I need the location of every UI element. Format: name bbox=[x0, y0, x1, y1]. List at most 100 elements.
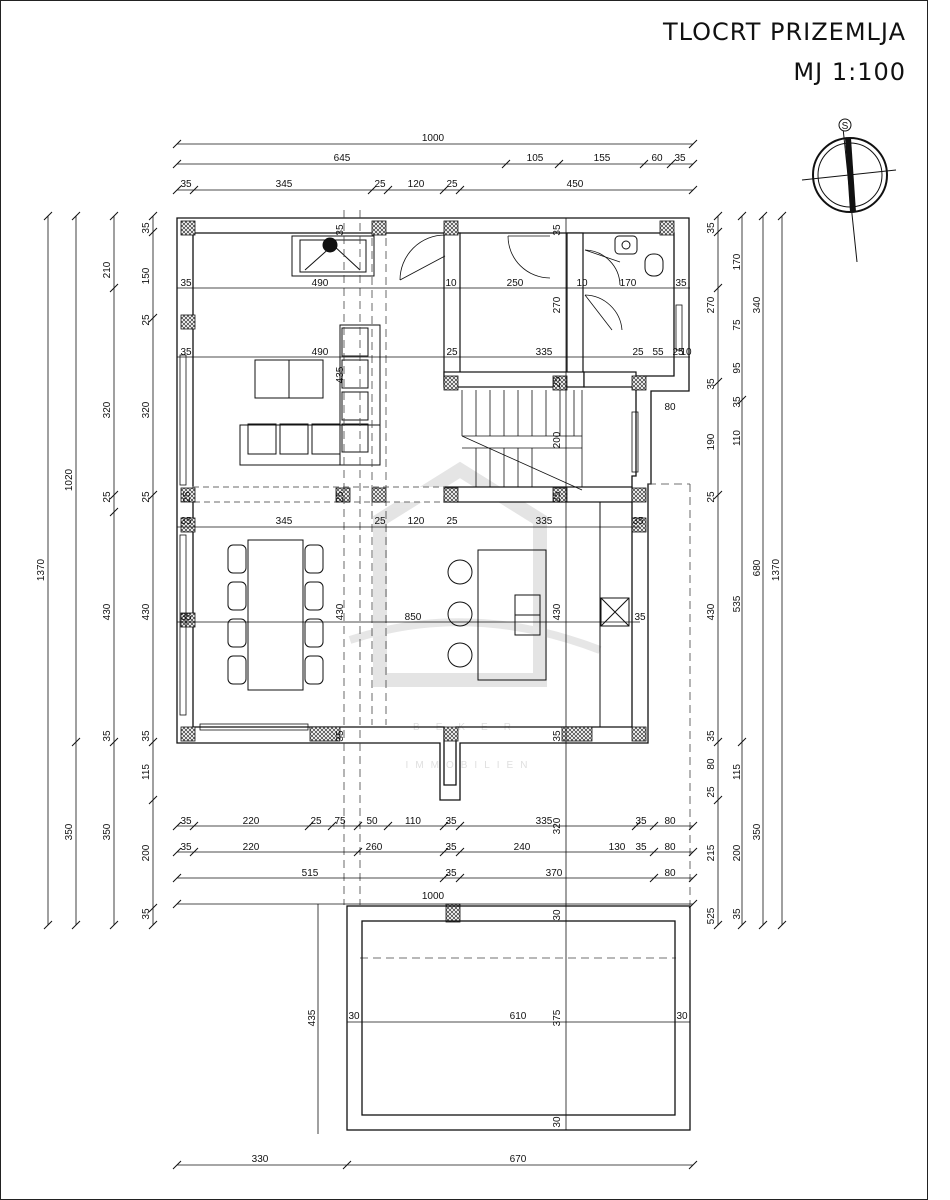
dimension-label: 350 bbox=[752, 823, 763, 840]
dimension-label: 35 bbox=[180, 816, 192, 827]
dimension-label: 10 bbox=[445, 278, 457, 289]
dimension-label: 335 bbox=[536, 347, 553, 358]
dimension-label: 80 bbox=[664, 816, 676, 827]
dimension-label: 25 bbox=[335, 491, 346, 503]
dimension-label: 80 bbox=[664, 868, 676, 879]
dimension-label: 330 bbox=[252, 1154, 269, 1165]
dimension-label: 115 bbox=[732, 764, 743, 780]
dimension-label: 25 bbox=[706, 491, 717, 503]
dimension-label: 1370 bbox=[771, 558, 782, 581]
dimension-label: 130 bbox=[609, 842, 626, 853]
dimension-label: 375 bbox=[552, 1009, 563, 1026]
dimension-label: 170 bbox=[732, 253, 743, 270]
dimension-label: 10 bbox=[576, 278, 588, 289]
dimension-label: 55 bbox=[652, 347, 664, 358]
dimension-label: 110 bbox=[405, 816, 421, 827]
dimension-label: 250 bbox=[507, 278, 524, 289]
dimension-label: 490 bbox=[312, 347, 329, 358]
dimension-label: 35 bbox=[445, 842, 457, 853]
dimension-label: 25 bbox=[446, 347, 458, 358]
dimension-label: 270 bbox=[706, 296, 717, 313]
dimension-label: 35 bbox=[552, 730, 563, 742]
dimension-label: 25 bbox=[706, 786, 717, 798]
dimension-label: 200 bbox=[141, 844, 152, 861]
dimension-label: 25 bbox=[374, 179, 386, 190]
dimension-label: 35 bbox=[180, 516, 192, 527]
dimension-label: 25 bbox=[141, 314, 152, 326]
dimension-label: 240 bbox=[514, 842, 531, 853]
dimension-label: 335 bbox=[536, 816, 553, 827]
dimension-label: 155 bbox=[594, 153, 611, 164]
dimension-label: 430 bbox=[141, 603, 152, 620]
dimension-label: 25 bbox=[632, 347, 644, 358]
dimension-label: 200 bbox=[552, 431, 563, 448]
north-label: S bbox=[842, 121, 849, 132]
dimension-label: 115 bbox=[141, 764, 152, 780]
dimension-label: 490 bbox=[312, 278, 329, 289]
dimension-label: 35 bbox=[706, 222, 717, 234]
bathroom-fixtures bbox=[614, 235, 664, 277]
dimension-text-pool: 30 435 30 610 375 30 30 bbox=[307, 909, 688, 1128]
dimension-label: 1000 bbox=[422, 133, 445, 144]
dimension-label: 435 bbox=[307, 1009, 318, 1026]
dimension-text-right: 35 170 270 340 75 35 95 35 190 110 25 68… bbox=[706, 222, 782, 924]
dimension-label: 95 bbox=[732, 362, 743, 374]
dimension-text-interior: 35 490 10 250 10 170 35 35 490 25 335 25… bbox=[180, 224, 692, 742]
dimension-label: 35 bbox=[335, 224, 346, 236]
dimension-label: 35 bbox=[632, 516, 644, 527]
dimension-label: 345 bbox=[276, 179, 293, 190]
dimension-label: 515 bbox=[302, 868, 319, 879]
doors bbox=[399, 234, 623, 331]
dimension-label: 35 bbox=[141, 222, 152, 234]
dimension-label: 35 bbox=[141, 908, 152, 920]
dimension-label: 80 bbox=[706, 758, 717, 770]
dimension-label: 430 bbox=[335, 603, 346, 620]
fireplace bbox=[291, 235, 375, 277]
dimension-label: 30 bbox=[552, 1116, 563, 1128]
dimension-label: 340 bbox=[752, 296, 763, 313]
dimension-label: 25 bbox=[446, 516, 458, 527]
dimension-label: 35 bbox=[635, 842, 647, 853]
dimension-label: 670 bbox=[510, 1154, 527, 1165]
dimension-label: 25 bbox=[552, 376, 563, 388]
sheet-border bbox=[0, 0, 928, 1200]
dimension-label: 35 bbox=[675, 278, 687, 289]
structural-columns bbox=[180, 220, 675, 923]
dimension-label: 30 bbox=[676, 1011, 688, 1022]
dimension-label: 35 bbox=[102, 730, 113, 742]
dimension-label: 320 bbox=[102, 401, 113, 418]
dimension-text-left: 1370 1020 350 210 25 320 430 35 350 35 1… bbox=[36, 222, 152, 920]
dimension-label: 25 bbox=[446, 179, 458, 190]
dimension-label: 35 bbox=[180, 842, 192, 853]
dimension-label: 50 bbox=[366, 816, 378, 827]
dimension-label: 190 bbox=[706, 433, 717, 450]
dimension-label: 850 bbox=[405, 612, 422, 623]
dimension-label: 210 bbox=[102, 261, 113, 278]
dimension-label: 25 bbox=[102, 491, 113, 503]
reference-lines bbox=[343, 210, 691, 959]
dimension-label: 75 bbox=[334, 816, 346, 827]
dimension-label: 105 bbox=[527, 153, 544, 164]
windows bbox=[179, 304, 683, 731]
dimension-label: 525 bbox=[706, 907, 717, 924]
dimension-label: 25 bbox=[141, 491, 152, 503]
dimension-label: 150 bbox=[141, 267, 152, 284]
dimension-label: 35 bbox=[180, 612, 192, 623]
dimension-label: 350 bbox=[64, 823, 75, 840]
dimension-label: 25 bbox=[374, 516, 386, 527]
kitchen-island bbox=[447, 501, 633, 728]
dimension-label: 35 bbox=[552, 224, 563, 236]
dimension-label: 25 bbox=[182, 491, 193, 503]
dimension-label: 610 bbox=[510, 1011, 527, 1022]
dimension-label: 10 bbox=[680, 347, 692, 358]
north-arrow: S bbox=[801, 118, 897, 263]
dimension-label: 220 bbox=[243, 842, 260, 853]
dimension-label: 335 bbox=[536, 516, 553, 527]
dimension-label: 30 bbox=[348, 1011, 360, 1022]
dimension-label: 450 bbox=[567, 179, 584, 190]
dimension-label: 535 bbox=[732, 595, 743, 612]
dimension-label: 80 bbox=[664, 402, 676, 413]
dimension-label: 35 bbox=[706, 378, 717, 390]
dimension-label: 430 bbox=[706, 603, 717, 620]
dimension-label: 645 bbox=[334, 153, 351, 164]
